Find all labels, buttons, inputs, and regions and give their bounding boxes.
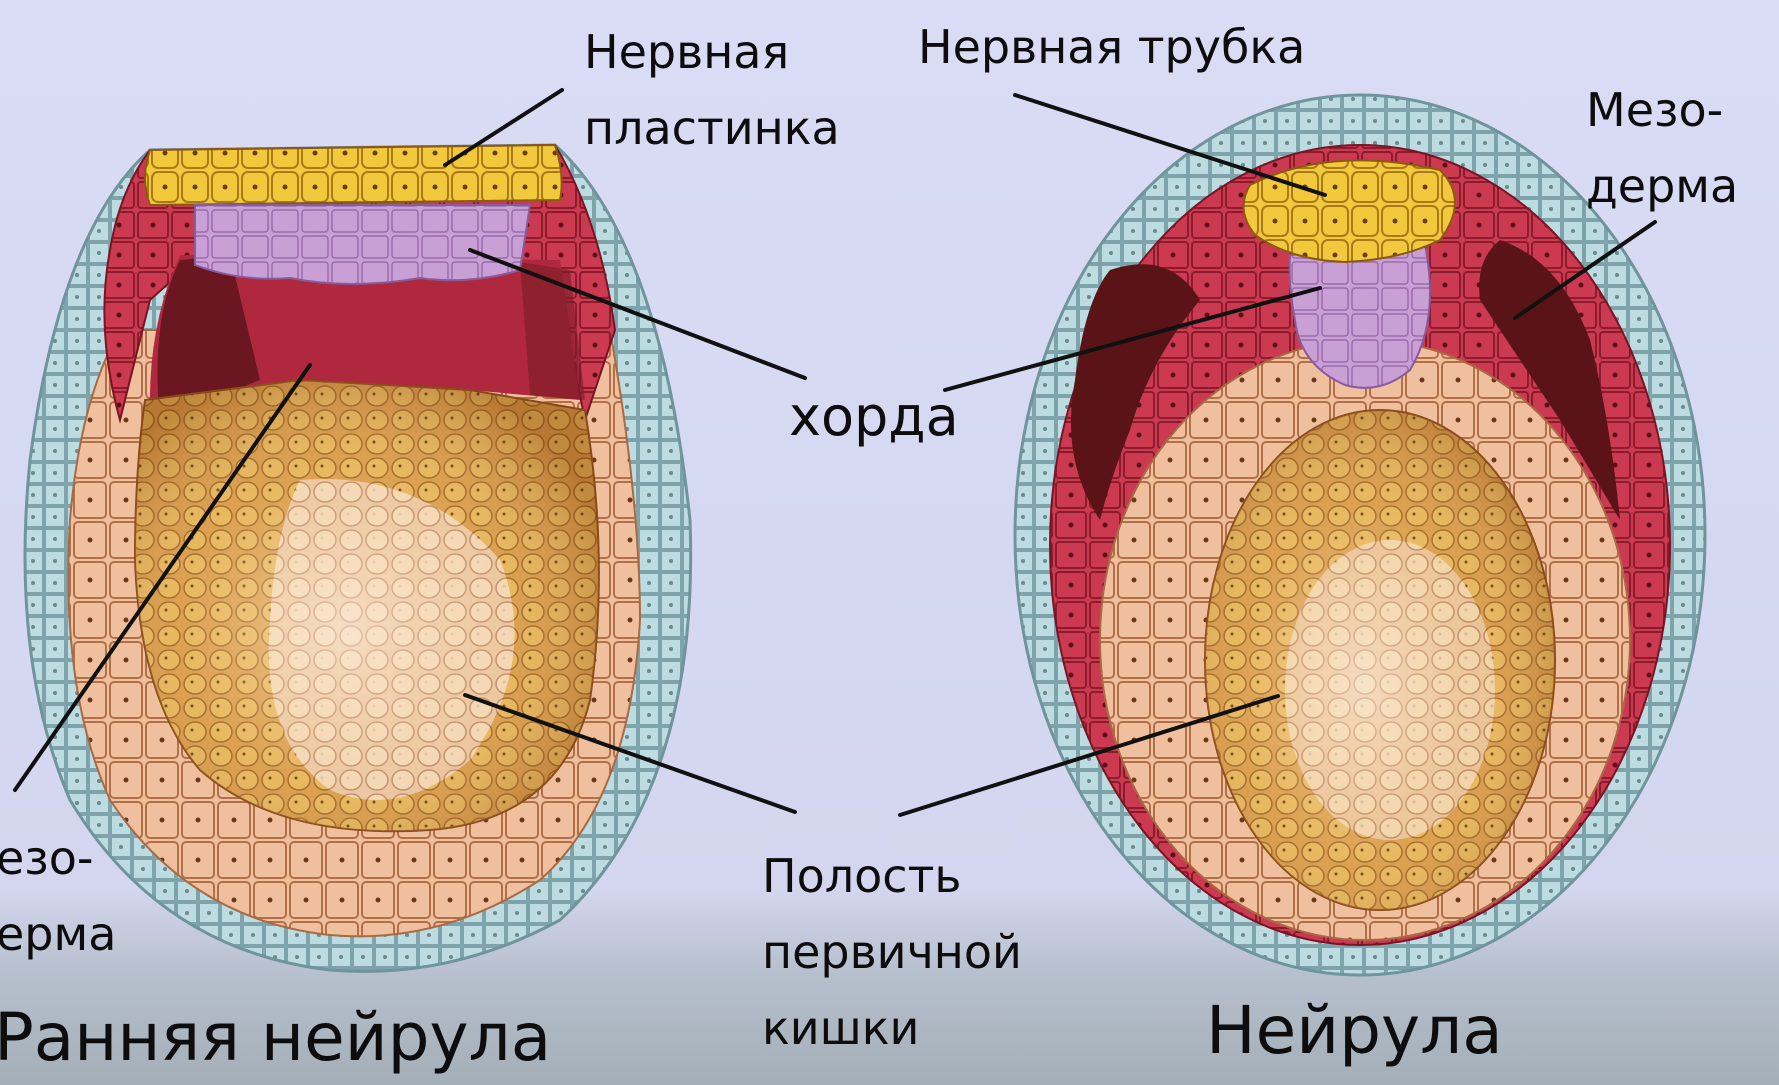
neurula-embryo — [1015, 95, 1705, 975]
label-early-neurula: Ранняя нейрула — [0, 1005, 551, 1071]
label-gut-cavity: Полость первичной кишки — [762, 838, 1022, 1066]
label-mesoderm-left: езо- ерма — [0, 820, 116, 972]
label-mesoderm-right: Мезо- дерма — [1586, 72, 1738, 224]
early-neurula-embryo — [25, 145, 691, 971]
neural-tube — [1244, 160, 1455, 262]
label-neural-plate: Нервная пластинка — [584, 14, 840, 166]
label-chorda: хорда — [789, 390, 959, 444]
label-neural-tube: Нервная трубка — [918, 24, 1305, 70]
chorda-left — [195, 205, 530, 284]
neural-plate — [145, 145, 562, 205]
label-neurula: Нейрула — [1206, 998, 1503, 1064]
